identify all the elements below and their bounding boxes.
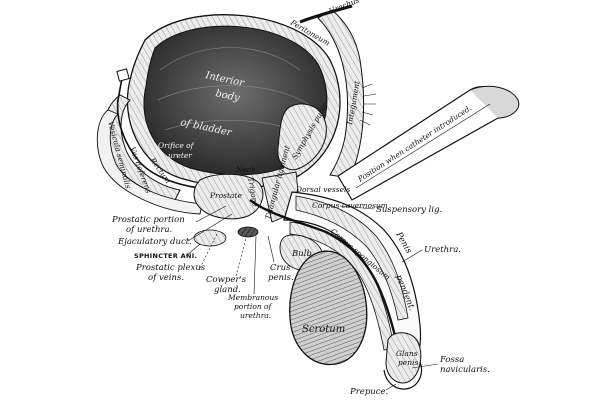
label-membranous-2: portion of <box>234 302 273 311</box>
symphysis-pubis-shape <box>277 103 327 171</box>
label-crus-penis-2: penis. <box>268 273 294 283</box>
label-orifice-ureter-1: Orifice of <box>158 141 195 150</box>
vas-deferens-tube <box>116 77 201 189</box>
label-position-catheter: Position when catheter introduced. <box>355 103 473 184</box>
label-cowpers-gland-2: gland. <box>214 285 241 295</box>
label-membranous-3: urethra. <box>240 311 271 320</box>
label-prostatic-plexus-1: Prostatic plexus <box>135 263 206 273</box>
urachus-strand <box>299 4 353 24</box>
label-glans-penis-1: Glans <box>396 349 418 358</box>
label-prostatic-portion-2: of urethra. <box>126 225 172 235</box>
label-fossa-navicularis-2: navicularis. <box>440 365 490 375</box>
label-prostatic-portion-1: Prostatic portion <box>111 215 185 225</box>
label-crus-penis-1: Crus <box>270 263 291 273</box>
label-dorsal-vessels: Dorsal vessels <box>295 185 350 194</box>
label-urethra: Urethra. <box>424 245 461 255</box>
label-prostatic-plexus-2: of veins. <box>148 273 184 283</box>
label-scrotum: Scrotum <box>302 324 345 335</box>
label-neck: Neck <box>235 165 256 174</box>
corpus-cavernosum-shape <box>295 195 409 321</box>
label-corpus-cavernosum: Corpus cavernosum <box>312 201 388 210</box>
label-prepuce: Prepuce. <box>349 387 388 397</box>
glans-shape <box>385 332 422 384</box>
sphincter-ani-shape <box>193 229 227 247</box>
cowpers-gland-shape <box>237 226 259 238</box>
label-orifice-ureter-2: ureter <box>168 151 192 160</box>
prepuce-shape <box>383 361 423 390</box>
label-prostate: Prostate <box>209 191 242 200</box>
label-sphincter-ani: SPHINCTER ANI. <box>134 252 197 260</box>
label-cowpers-gland-1: Cowper's <box>206 275 247 285</box>
label-bulb: Bulb <box>291 249 312 259</box>
label-membranous-1: Membranous <box>227 293 278 302</box>
label-urachus: Urachus <box>327 0 360 16</box>
vas-deferens-cut <box>116 68 130 82</box>
urethra-channel <box>249 199 404 369</box>
label-fossa-navicularis-1: Fossa <box>439 355 464 365</box>
label-ejaculatory-duct: Ejaculatory duct. <box>117 237 192 247</box>
hair-tuft <box>359 83 377 126</box>
label-glans-penis-2: penis <box>398 358 418 367</box>
scrotum-shape <box>289 250 368 366</box>
prostate-shape <box>193 173 264 220</box>
catheter-tip <box>469 85 520 119</box>
label-suspensory-lig: Suspensory lig. <box>376 205 442 215</box>
label-bladder-2: body <box>214 88 241 104</box>
